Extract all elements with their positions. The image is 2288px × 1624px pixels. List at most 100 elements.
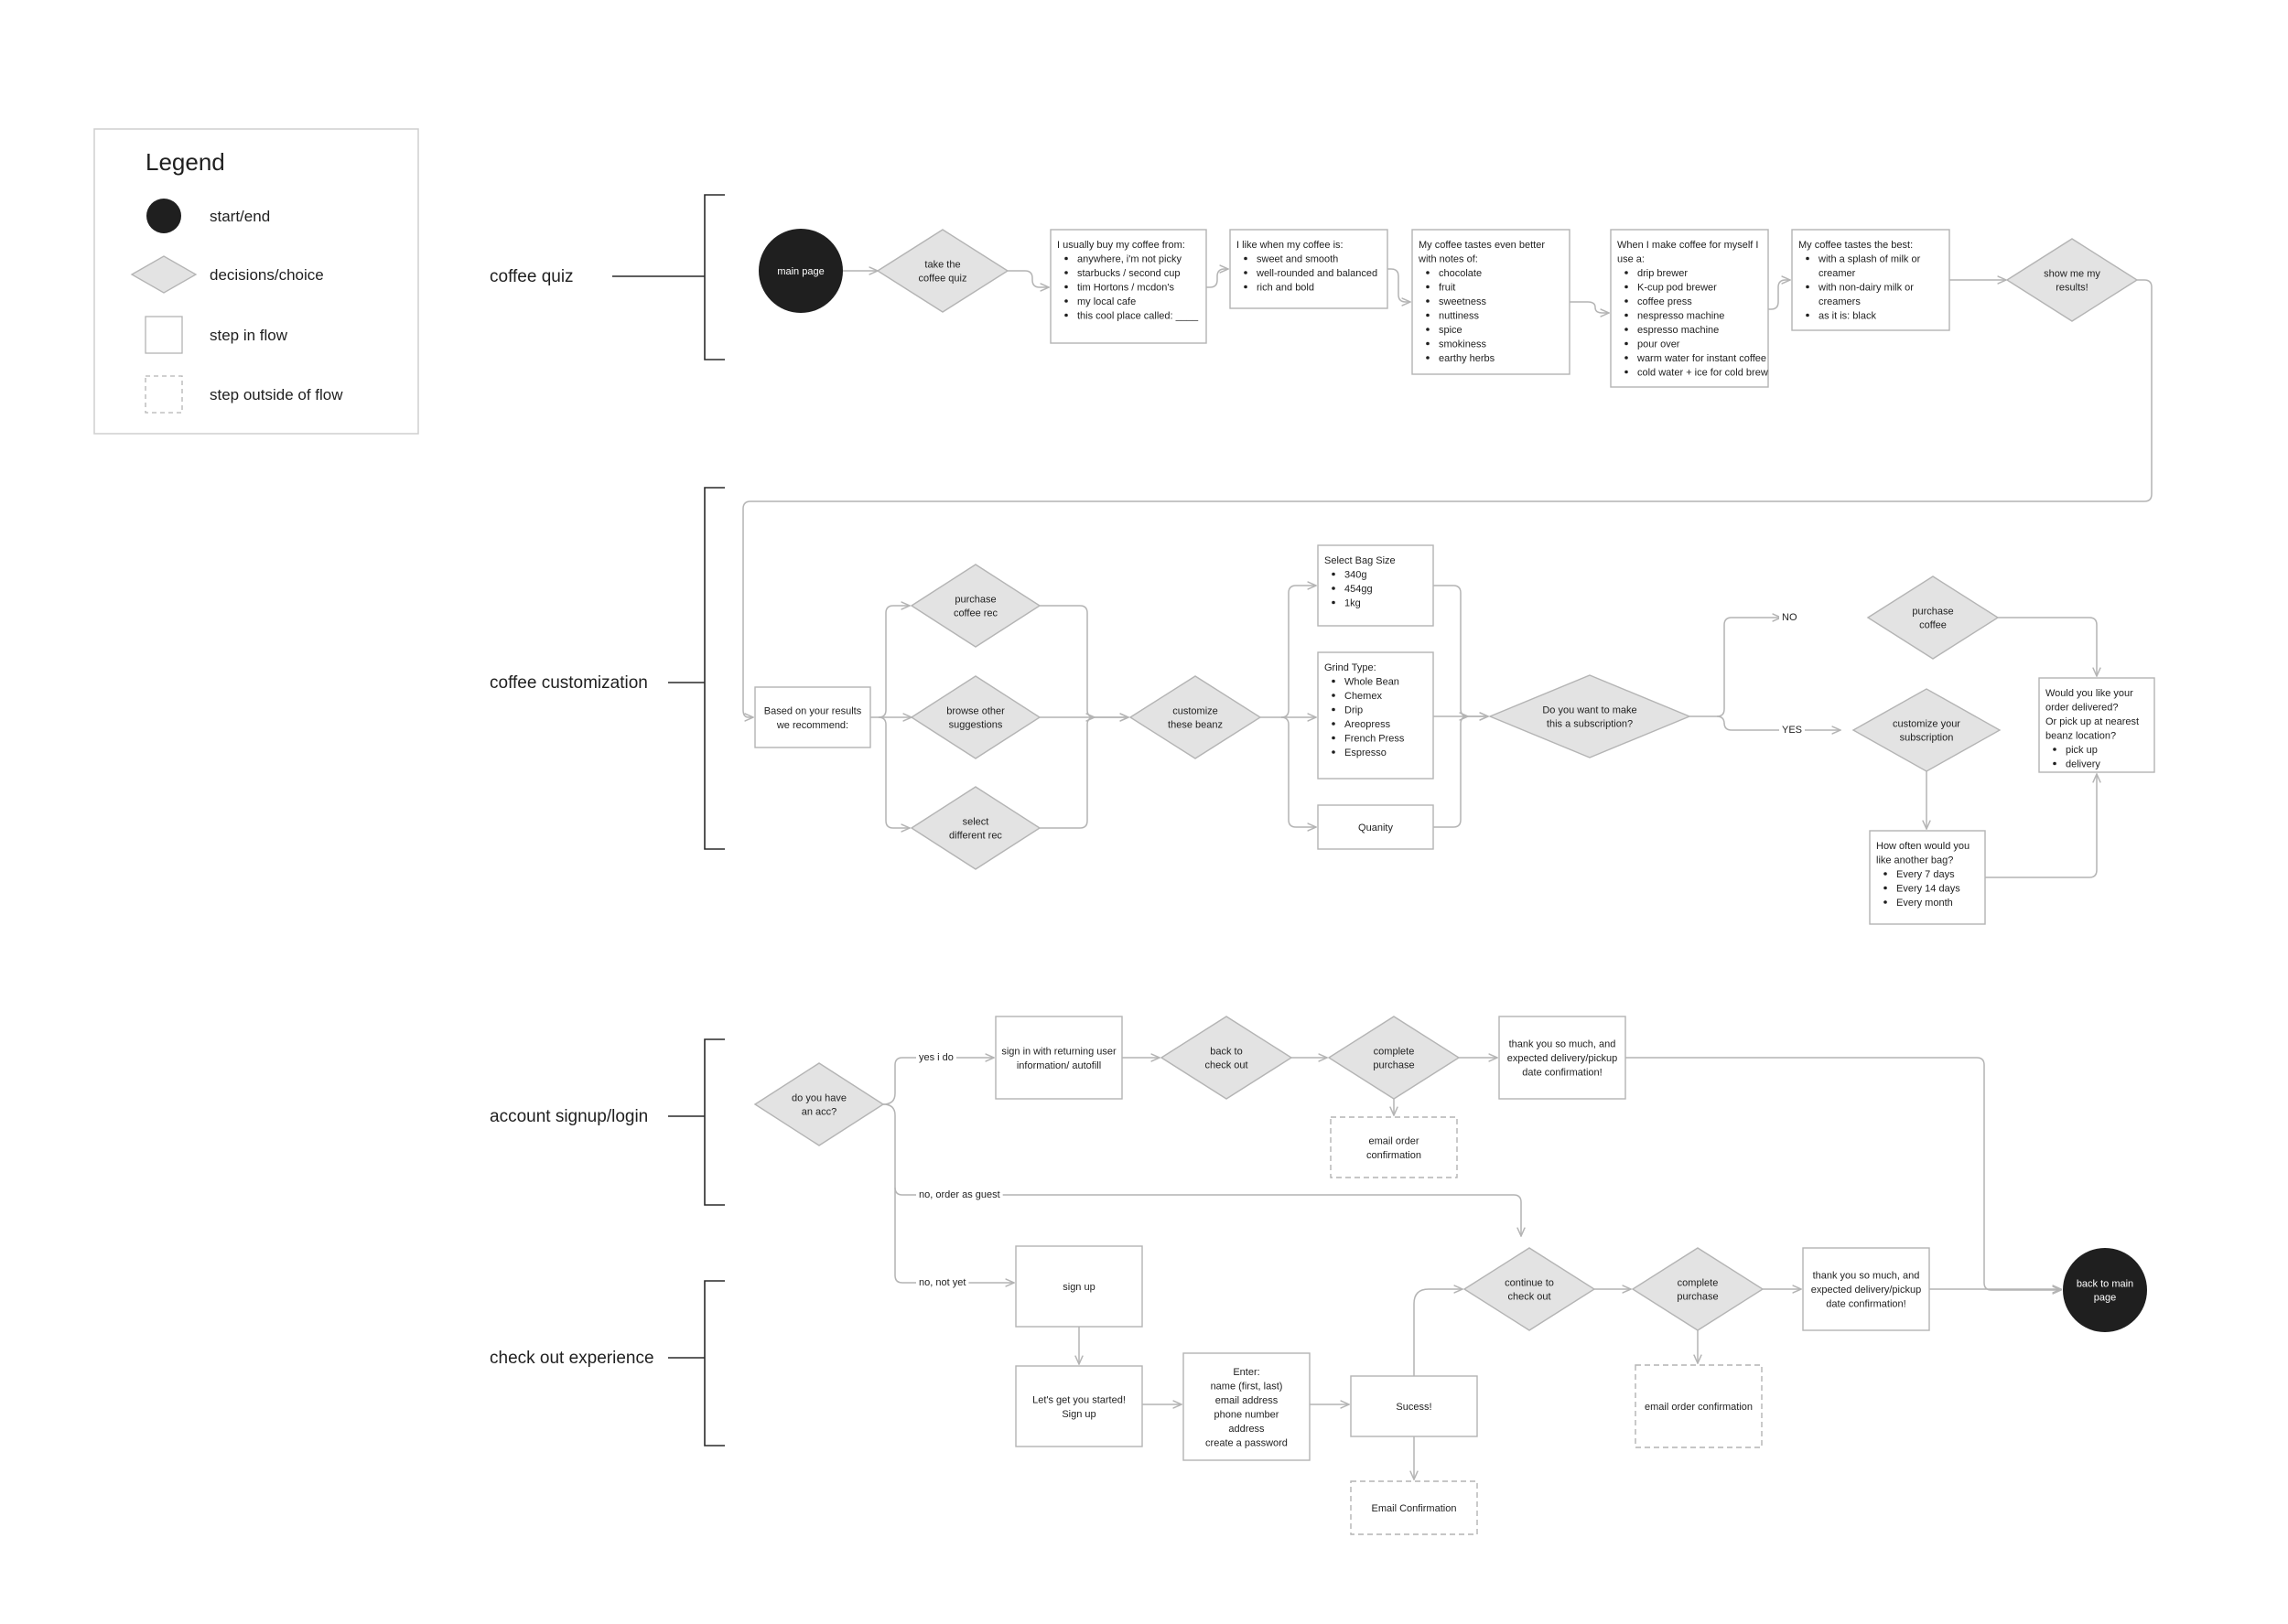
node-line: show me my [2044, 269, 2100, 280]
node-like-when: I like when my coffee is:sweet and smoot… [1229, 229, 1388, 309]
node-line: email address [1215, 1395, 1279, 1406]
flow-arrow [1413, 1289, 1462, 1376]
bullet-dot [1332, 707, 1335, 712]
bullet-dot [1624, 313, 1628, 317]
flow-arrow [894, 1188, 1014, 1283]
node-line: purchase [1912, 607, 1953, 618]
bullet-dot [1064, 299, 1068, 303]
legend-item-start: start/end [146, 199, 270, 233]
outside-flow-box [1350, 1480, 1478, 1535]
node-bullet: smokiness [1439, 339, 1486, 350]
section-label: coffee customization [490, 673, 648, 693]
node-line: address [1228, 1424, 1265, 1435]
node-line: this a subscription? [1547, 719, 1633, 730]
bullet-dot [1426, 341, 1430, 346]
bullet-dot [1806, 256, 1809, 261]
flow-arrow [742, 279, 2153, 717]
node-bullet: creamers [1819, 296, 1861, 307]
node-buy-from: I usually buy my coffee from:anywhere, i… [1050, 229, 1207, 344]
node-line: purchase [955, 595, 996, 606]
node-line: back to [1210, 1047, 1242, 1058]
node-enter-info: Enter: name (first, last) email address pho… [1182, 1352, 1311, 1461]
node-line: sign up [1063, 1282, 1095, 1293]
flow-arrow [1998, 617, 2097, 676]
bullet-dot [1332, 736, 1335, 740]
node-line: email order [1368, 1135, 1419, 1146]
node-get-started: Let's get you started!Sign up [1015, 1365, 1143, 1447]
step-box [2038, 677, 2155, 773]
node-bullet: drip brewer [1637, 268, 1688, 279]
decision-diamond [1851, 688, 2002, 772]
bullet-dot [1064, 285, 1068, 289]
node-email-confirmation: Email Confirmation [1350, 1480, 1478, 1535]
bullet-dot [1426, 328, 1430, 331]
step-box [1869, 830, 1986, 925]
flow-arrow [1040, 605, 1128, 717]
decision-diamond [876, 229, 1009, 313]
node-line: thank you so much, and [1509, 1039, 1616, 1050]
edge-label-not-yet: no, not yet [919, 1277, 966, 1288]
legend-item-decision: decisions/choice [130, 255, 324, 294]
bullet-dot [1426, 299, 1430, 303]
decision-diamond [1462, 1247, 1596, 1331]
node-bullet: cold water + ice for cold brew [1637, 368, 1768, 379]
node-line: these beanz [1168, 720, 1223, 731]
legend-step-swatch [145, 316, 183, 354]
bullet-dot [1883, 872, 1887, 876]
node-line: continue to [1505, 1278, 1554, 1289]
node-bullet: sweet and smooth [1257, 254, 1338, 265]
node-bullet: pour over [1637, 339, 1680, 350]
start-end-circle [2063, 1248, 2147, 1332]
node-bullet: Whole Bean [1344, 677, 1399, 688]
bullet-dot [2053, 747, 2056, 751]
node-title-line: Grind Type: [1324, 662, 1376, 673]
node-line: name (first, last) [1211, 1381, 1283, 1392]
node-line: do you have [792, 1093, 847, 1104]
node-bullet: 1kg [1344, 598, 1361, 609]
bullet-dot [1426, 285, 1430, 289]
edge-label-bg [1779, 721, 1806, 734]
node-title-line: When I make coffee for myself I [1617, 240, 1758, 251]
bullet-dot [1624, 285, 1628, 289]
legend-item-step: step in flow [145, 316, 288, 354]
edge-label-bg [916, 1274, 969, 1286]
step-box [754, 686, 871, 748]
legend-item-label: start/end [210, 208, 270, 225]
bullet-dot [2053, 761, 2056, 766]
node-bullet: delivery [2066, 759, 2100, 770]
node-main-page: main page [759, 229, 843, 313]
bullet-dot [1332, 600, 1335, 605]
flow-arrow [1280, 716, 1316, 827]
node-bullet: Areopress [1344, 719, 1391, 730]
node-bullet: Chemex [1344, 691, 1382, 702]
node-line: coffee [1919, 620, 1947, 631]
node-bullet: 454gg [1344, 584, 1373, 595]
node-line: we recommend: [776, 720, 848, 731]
node-line: different rec [949, 831, 1002, 842]
legend-decision-swatch [130, 255, 198, 294]
node-line: phone number [1214, 1409, 1279, 1420]
start-end-circle [759, 229, 843, 313]
step-box [1015, 1365, 1143, 1447]
flow-arrow [1689, 618, 1781, 717]
node-title-line: like another bag? [1876, 855, 1953, 866]
node-bullet: rich and bold [1257, 283, 1314, 294]
node-bullet: as it is: black [1819, 311, 1876, 322]
node-bullet: earthy herbs [1439, 353, 1495, 364]
bullet-dot [1244, 256, 1247, 261]
node-line: Enter: [1233, 1367, 1259, 1378]
decision-diamond [1128, 675, 1262, 759]
bullet-dot [1624, 299, 1628, 303]
bullet-dot [1332, 722, 1335, 726]
section-bracket [704, 1038, 725, 1206]
